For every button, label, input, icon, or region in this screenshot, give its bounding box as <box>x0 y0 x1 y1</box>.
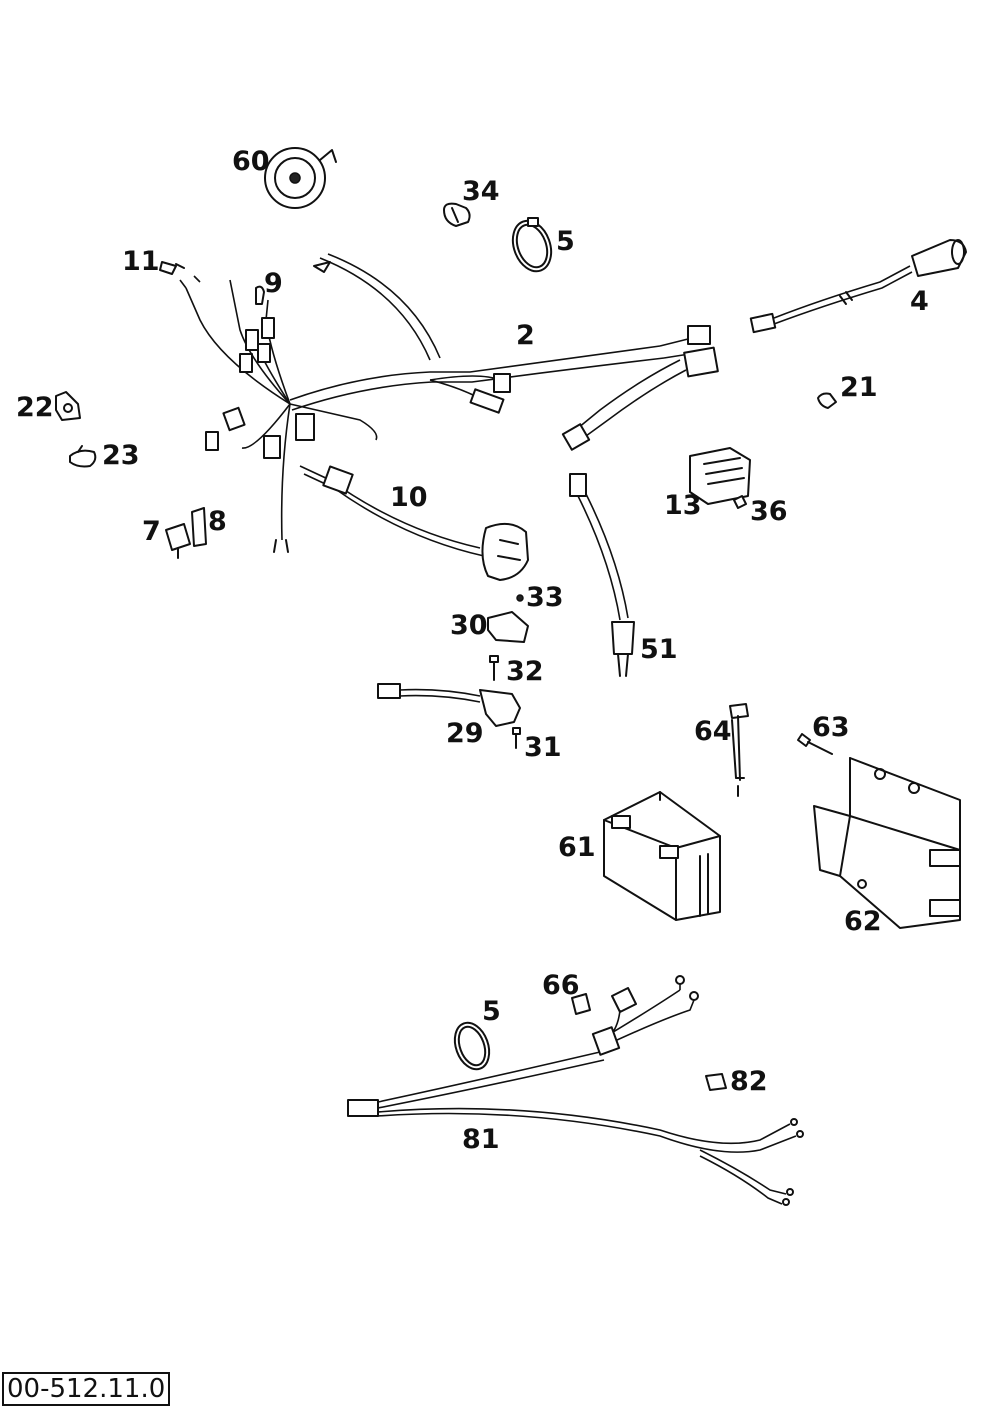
label-32: 32 <box>506 656 544 687</box>
label-23: 23 <box>102 440 140 471</box>
secondary-harness-part <box>347 1051 804 1206</box>
label-34: 34 <box>462 176 500 207</box>
label-22: 22 <box>16 392 54 423</box>
label-13: 13 <box>664 490 702 521</box>
grommet-part <box>443 202 471 227</box>
label-29: 29 <box>446 718 484 749</box>
diagram-reference-number: 00-512.11.0 <box>2 1372 171 1406</box>
label-21: 21 <box>840 372 878 403</box>
battery-part <box>603 791 721 921</box>
temperature-sensor-part <box>569 473 635 677</box>
clip-part <box>817 392 837 409</box>
small-grommet-part <box>705 1073 727 1091</box>
battery-strap-part <box>729 703 749 797</box>
label-8: 8 <box>208 506 227 537</box>
relay-part <box>165 523 191 559</box>
label-81: 81 <box>462 1124 500 1155</box>
voltage-regulator-part <box>689 447 751 505</box>
sensor-cover-part <box>487 611 529 643</box>
fuse-holder-part <box>571 975 699 1056</box>
extension-cable-part <box>749 239 967 334</box>
label-7: 7 <box>142 516 161 547</box>
label-64: 64 <box>694 716 732 747</box>
screw-part <box>733 495 747 509</box>
label-4: 4 <box>910 286 929 317</box>
label-33: 33 <box>526 582 564 613</box>
label-61: 61 <box>558 832 596 863</box>
bulb-part <box>159 261 185 275</box>
label-60: 60 <box>232 146 270 177</box>
label-66: 66 <box>542 970 580 1001</box>
cable-tie-part <box>511 217 553 273</box>
bracket-part <box>55 391 81 421</box>
battery-box-part <box>813 757 961 929</box>
label-51: 51 <box>640 634 678 665</box>
main-harness-part <box>179 253 719 553</box>
label-9: 9 <box>264 268 283 299</box>
relay-holder-part <box>191 507 207 547</box>
handlebar-switch-part <box>299 465 529 581</box>
screw-short-part <box>512 727 521 749</box>
label-30: 30 <box>450 610 488 641</box>
horn-part <box>264 147 337 209</box>
label-82: 82 <box>730 1066 768 1097</box>
label-5-bottom: 5 <box>482 996 501 1027</box>
nut-part <box>516 594 524 602</box>
clamp-part <box>69 445 97 468</box>
label-5-top: 5 <box>556 226 575 257</box>
label-11: 11 <box>122 246 160 277</box>
label-10: 10 <box>390 482 428 513</box>
label-31: 31 <box>524 732 562 763</box>
label-62: 62 <box>844 906 882 937</box>
cable-tie-lower-part <box>453 1021 491 1071</box>
bulb-small-part <box>255 285 265 305</box>
label-36: 36 <box>750 496 788 527</box>
label-63: 63 <box>812 712 850 743</box>
bolt-part <box>797 733 833 755</box>
label-2: 2 <box>516 320 535 351</box>
screw-long-part <box>489 655 499 681</box>
position-sensor-part <box>377 683 521 727</box>
